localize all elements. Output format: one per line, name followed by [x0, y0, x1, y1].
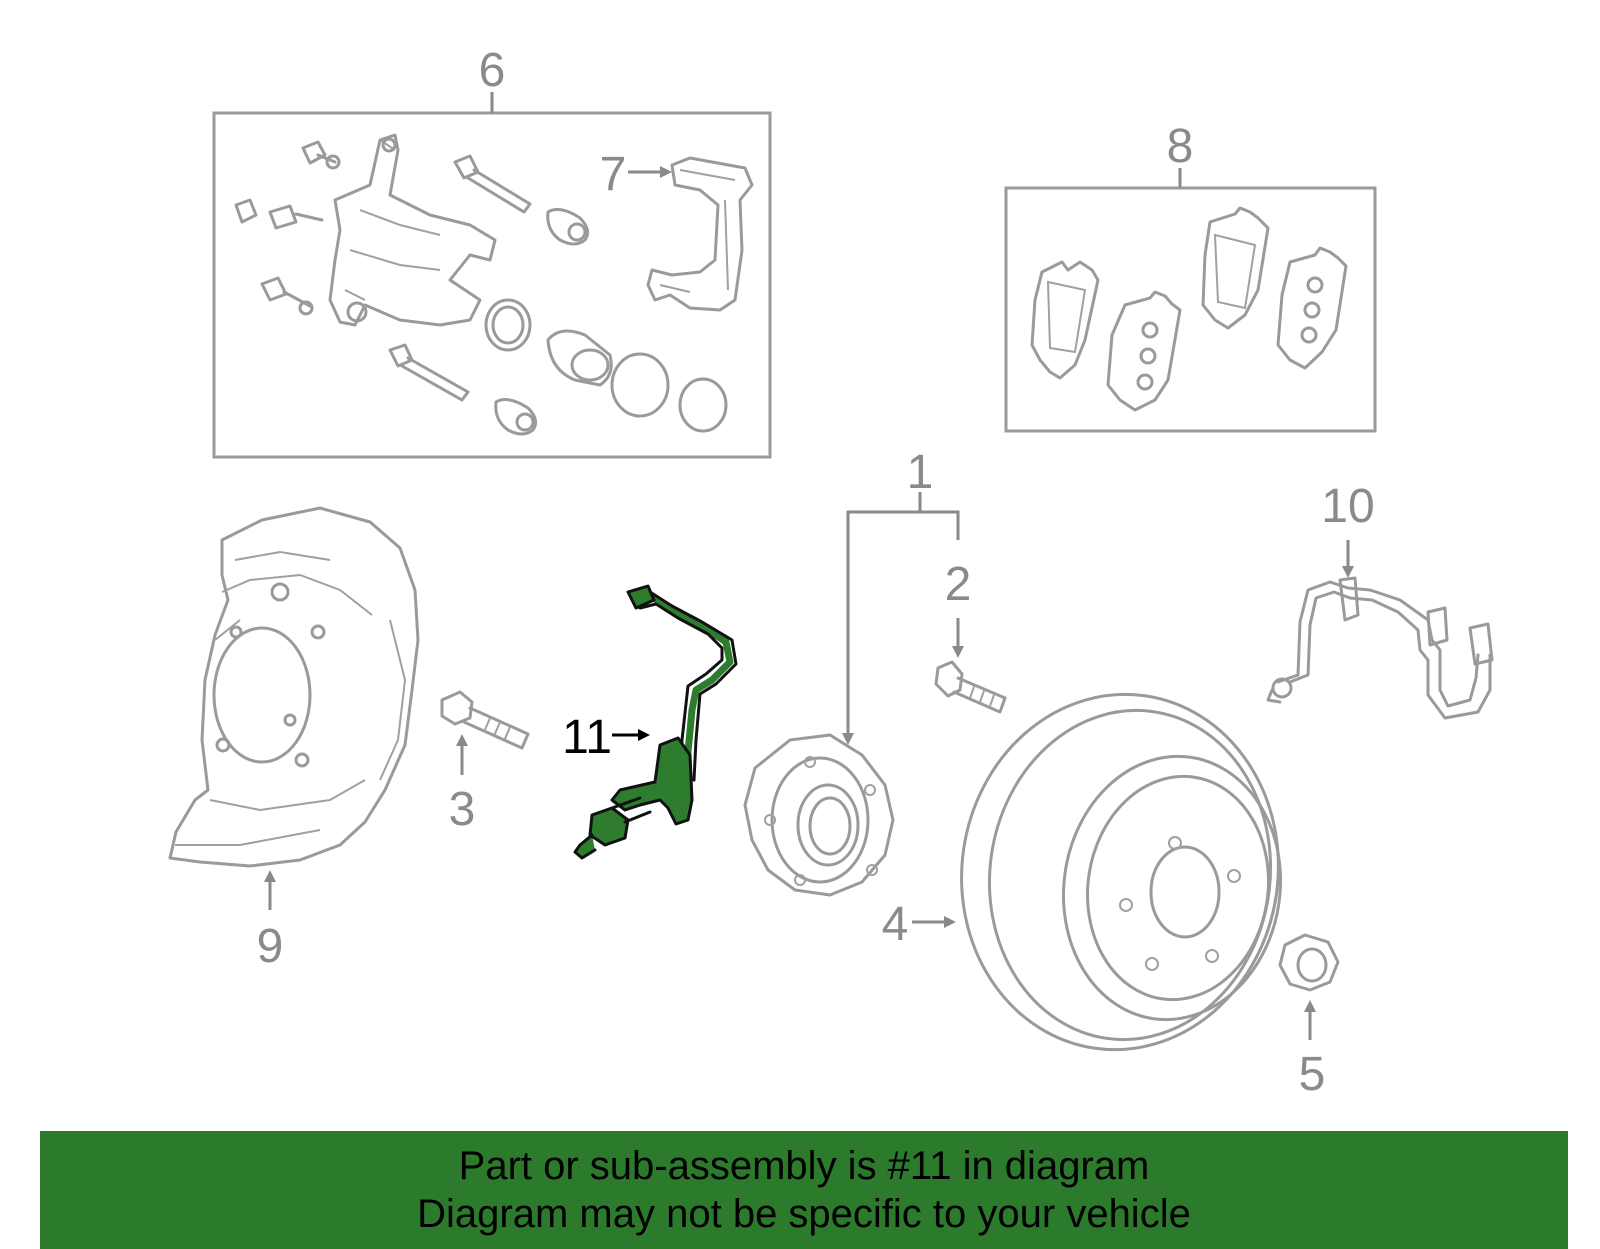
brake-hose[interactable]: [1276, 580, 1480, 708]
hub-bearing-group: 1: [743, 446, 960, 897]
bleeder-screw[interactable]: [268, 204, 324, 230]
piston-ring[interactable]: [678, 377, 728, 433]
brake-pad-4[interactable]: [1276, 246, 1348, 370]
piston-boot[interactable]: [610, 352, 670, 418]
abs-sensor-bracket[interactable]: [610, 736, 694, 826]
guide-pin-top[interactable]: [453, 154, 532, 214]
bolt[interactable]: [301, 140, 337, 165]
hub-bearing[interactable]: [743, 733, 895, 897]
banner-line-disclaimer: Diagram may not be specific to your vehi…: [417, 1192, 1191, 1236]
wheel-stud-group: 2: [934, 558, 1007, 714]
abs-sensor-head[interactable]: [573, 806, 630, 860]
brake-pads-box: [1004, 186, 1377, 433]
callout-3[interactable]: 3: [449, 783, 476, 836]
bleeder-cap[interactable]: [234, 198, 258, 224]
hub-center-bore: [796, 783, 860, 867]
caliper-mounting-bracket[interactable]: [646, 156, 754, 312]
hose-banjo[interactable]: [1468, 622, 1494, 666]
abs-sensor-connector[interactable]: [626, 584, 656, 610]
piston-seal[interactable]: [484, 298, 532, 352]
callout-2[interactable]: 2: [945, 558, 972, 611]
wheel-stud[interactable]: [934, 660, 1007, 714]
callout-11[interactable]: 11: [562, 711, 612, 764]
callout-1[interactable]: 1: [907, 446, 934, 499]
brake-rotor[interactable]: [939, 674, 1301, 1071]
caliper-assembly-group: 6 7: [212, 44, 772, 459]
callout-5[interactable]: 5: [1299, 1048, 1326, 1101]
info-banner: Part or sub-assembly is #11 in diagram D…: [40, 1131, 1568, 1249]
brake-pad-3[interactable]: [1201, 206, 1270, 330]
dust-shield-group: 9: [168, 506, 420, 973]
boot-top[interactable]: [546, 208, 590, 246]
abs-sensor-group: 11: [562, 584, 738, 860]
rotor-center-hole: [1149, 845, 1221, 939]
brake-pad-1[interactable]: [1030, 260, 1100, 380]
brake-hose-group: 10: [1266, 480, 1494, 720]
guide-pin-bottom[interactable]: [388, 343, 470, 402]
brake-rotor-group: 4: [882, 674, 1301, 1071]
hose-end-fitting[interactable]: [1426, 606, 1449, 647]
dust-shield-center-hole: [212, 626, 312, 764]
bolt-3-group: 3: [440, 690, 530, 836]
callout-10[interactable]: 10: [1321, 480, 1374, 533]
banner-line-part-number: Part or sub-assembly is #11 in diagram: [458, 1144, 1150, 1188]
bolt-lower[interactable]: [260, 276, 312, 308]
boot-bottom[interactable]: [494, 398, 538, 436]
callout-4[interactable]: 4: [882, 898, 909, 951]
hose-bracket[interactable]: [1338, 576, 1360, 622]
callout-9[interactable]: 9: [257, 920, 284, 973]
caliper-body[interactable]: [328, 133, 497, 327]
dust-shield[interactable]: [168, 506, 420, 868]
rotor-hat: [1061, 754, 1283, 1022]
piston[interactable]: [546, 329, 613, 387]
brake-pad-2[interactable]: [1106, 290, 1182, 412]
callout-8[interactable]: 8: [1167, 120, 1194, 173]
brake-pads-group: 8: [1004, 120, 1377, 433]
lug-nut[interactable]: [1278, 933, 1340, 992]
caliper-assembly-box: [212, 111, 772, 459]
callout-6[interactable]: 6: [479, 44, 506, 97]
lug-nut-group: 5: [1278, 933, 1340, 1101]
callout-7[interactable]: 7: [600, 148, 627, 201]
hub-bolt[interactable]: [440, 690, 530, 750]
